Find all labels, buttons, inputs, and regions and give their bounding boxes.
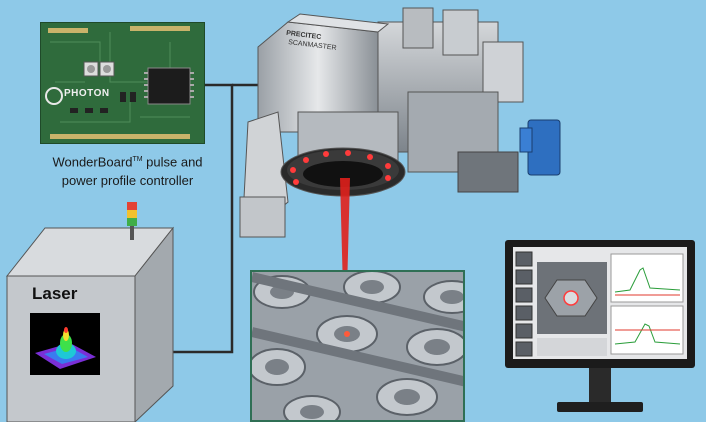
board-caption-line2: power profile controller [61, 173, 194, 189]
signal-tower-light [127, 202, 137, 240]
monitor-display [505, 240, 695, 422]
photon-logo-text: PHOTON [64, 88, 110, 99]
wonderboard-pcb: PHOTON [40, 22, 205, 144]
board-caption: WonderBoardTM pulse and power profile co… [40, 150, 215, 190]
board-caption-line1: WonderBoardTM pulse and [52, 154, 203, 170]
beam-profile-image [30, 313, 100, 375]
scanmaster-scan-head: PRECITEC SCANMASTER [238, 2, 568, 247]
workpiece-closeup [250, 270, 465, 422]
laser-label: Laser [32, 284, 78, 303]
board-to-laser-wire [155, 83, 234, 354]
